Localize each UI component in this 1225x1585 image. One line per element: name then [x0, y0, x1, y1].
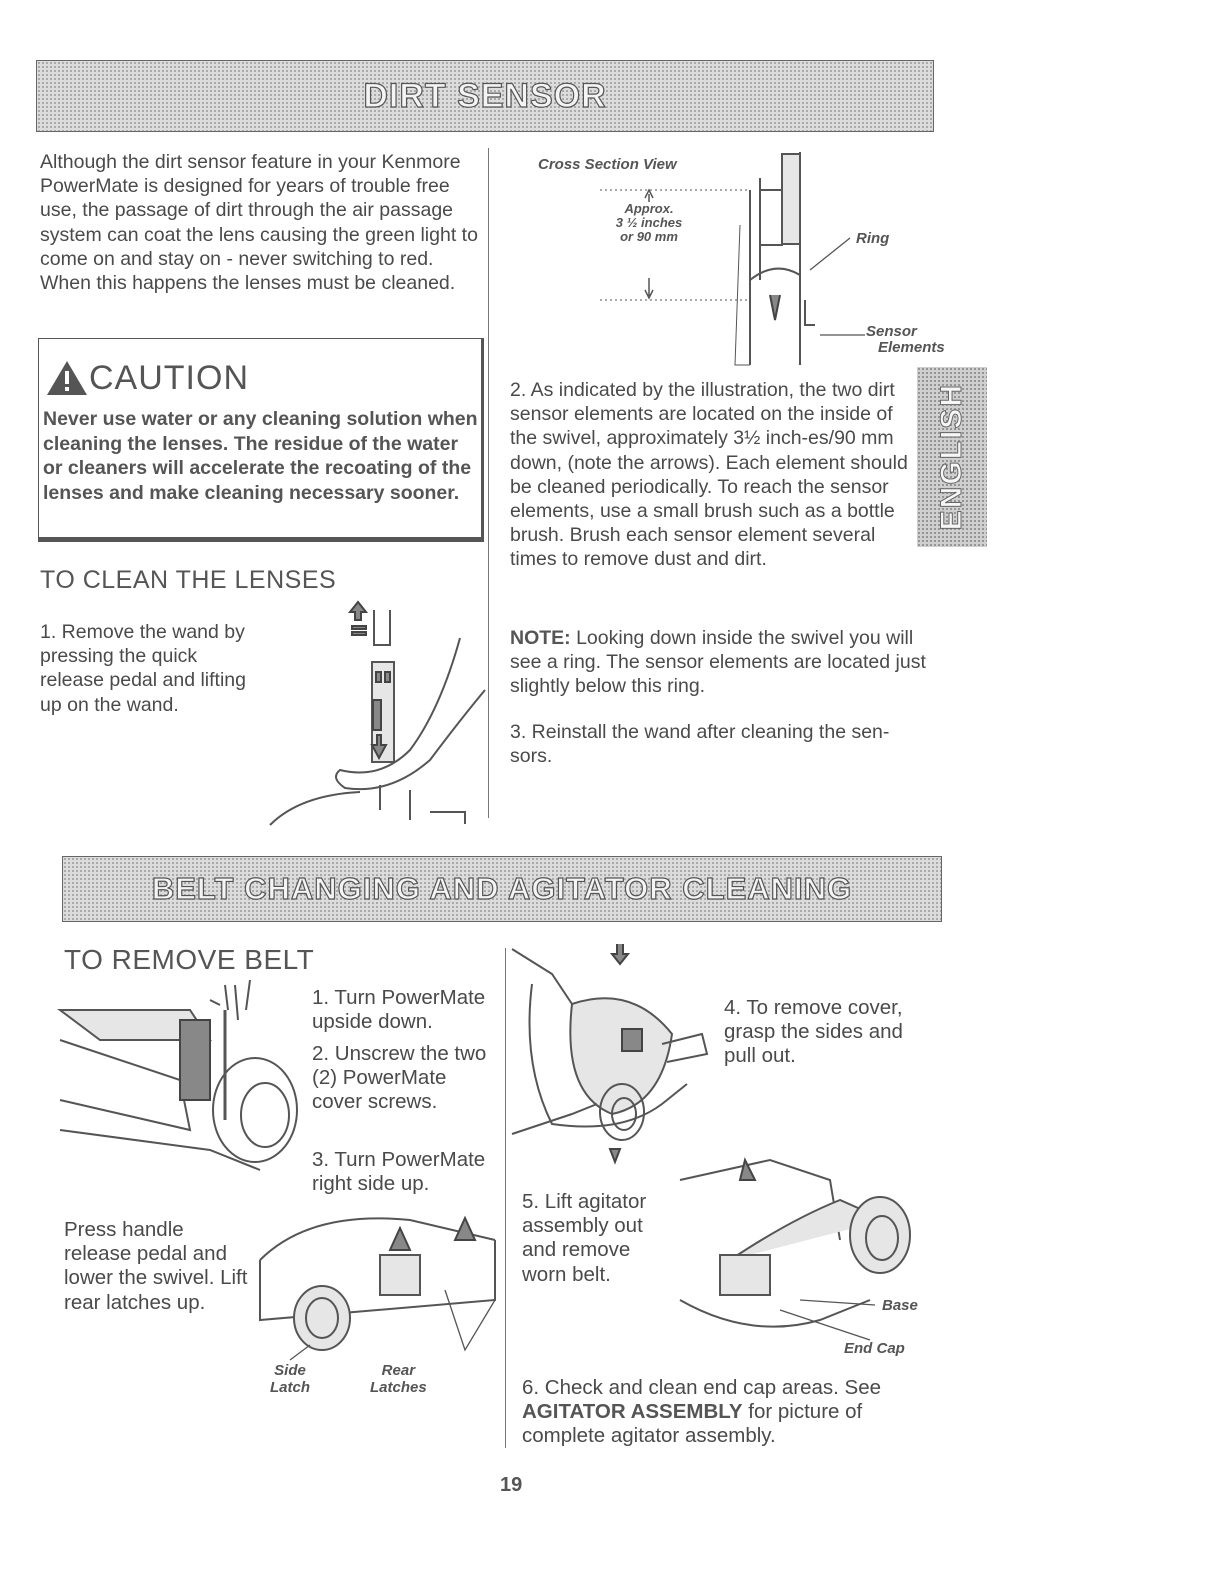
clean-lenses-heading: TO CLEAN THE LENSES	[40, 566, 337, 594]
belt-step-5: 5. Lift agitator assembly out and remove…	[522, 1190, 647, 1286]
belt-step-1: 1. Turn PowerMate upside down.	[312, 986, 486, 1034]
rear-latches-label: Rear Latches	[370, 1362, 427, 1396]
approx-label: Approx. 3 ½ inches or 90 mm	[604, 202, 694, 244]
note-label: NOTE:	[510, 627, 571, 649]
base-label: Base	[882, 1297, 918, 1314]
dirt-sensor-intro: Although the dirt sensor feature in your…	[40, 151, 478, 295]
belt-step-6: 6. Check and clean end cap areas. See AG…	[522, 1376, 902, 1449]
belt-changing-banner: BELT CHANGING AND AGITATOR CLEANING	[62, 856, 942, 922]
belt-step-2: 2. Unscrew the two (2) PowerMate cover s…	[312, 1042, 487, 1114]
step-6-text-a: 6. Check and clean end cap areas. See	[522, 1376, 881, 1399]
ring-label: Ring	[856, 230, 890, 247]
dirt-sensor-title: DIRT SENSOR	[363, 76, 607, 115]
caution-text: Never use water or any cleaning solution…	[43, 408, 478, 504]
belt-step-3: 3. Turn PowerMate right side up.	[312, 1148, 486, 1196]
note-text: Looking down inside the swivel you will …	[510, 627, 926, 698]
rear-latch-illustration	[259, 1215, 496, 1361]
page-number: 19	[500, 1474, 523, 1496]
english-language-tab: ENGLISH	[917, 367, 987, 547]
belt-step-4: 4. To remove cover, grasp the sides and …	[724, 996, 903, 1068]
column-divider-bottom	[505, 948, 506, 1448]
wand-removal-illustration	[269, 600, 486, 826]
sensor-elements-label: Sensor Elements	[866, 324, 945, 356]
approx-line-3: or 90 mm	[620, 229, 678, 244]
side-latch-line-1: Side	[274, 1362, 306, 1379]
note-paragraph: NOTE: Looking down inside the swivel you…	[510, 626, 940, 699]
english-tab-label: ENGLISH	[935, 383, 969, 531]
remove-cover-illustration	[511, 944, 709, 1165]
belt-changing-title: BELT CHANGING AND AGITATOR CLEANING	[151, 870, 853, 906]
clean-step-2: 2. As indicated by the illustration, the…	[510, 379, 908, 571]
side-latch-line-2: Latch	[270, 1379, 311, 1396]
dirt-sensor-banner: DIRT SENSOR	[36, 60, 934, 132]
rear-latch-line-2: Latches	[370, 1379, 427, 1396]
agitator-assembly-reference: AGITATOR ASSEMBLY	[522, 1400, 743, 1424]
end-cap-label: End Cap	[844, 1340, 905, 1357]
caution-title: CAUTION	[89, 359, 249, 397]
side-latch-label: Side Latch	[270, 1362, 310, 1396]
rear-latch-line-1: Rear	[381, 1362, 416, 1379]
caution-box: CAUTION Never use water or any cleaning …	[38, 338, 484, 542]
column-divider-top	[488, 148, 489, 818]
step-6-text-b: for picture of complete agitator assembl…	[522, 1400, 863, 1448]
cross-section-illustration	[600, 152, 865, 366]
clean-step-3: 3. Reinstall the wand after cleaning the…	[510, 721, 890, 768]
remove-belt-heading: TO REMOVE BELT	[64, 944, 315, 975]
cross-section-title: Cross Section View	[538, 156, 677, 173]
clean-step-1: 1. Remove the wand by pressing the quick…	[40, 621, 246, 716]
sensor-line-2: Elements	[878, 339, 945, 356]
press-handle-text: Press handle release pedal and lower the…	[64, 1218, 248, 1314]
approx-line-1: Approx.	[624, 201, 674, 216]
upside-down-powermate-illustration	[57, 979, 298, 1171]
approx-line-2: 3 ½ inches	[615, 215, 683, 230]
agitator-removal-illustration	[679, 1157, 911, 1341]
sensor-line-1: Sensor	[866, 323, 917, 340]
warning-triangle-icon	[45, 359, 89, 402]
